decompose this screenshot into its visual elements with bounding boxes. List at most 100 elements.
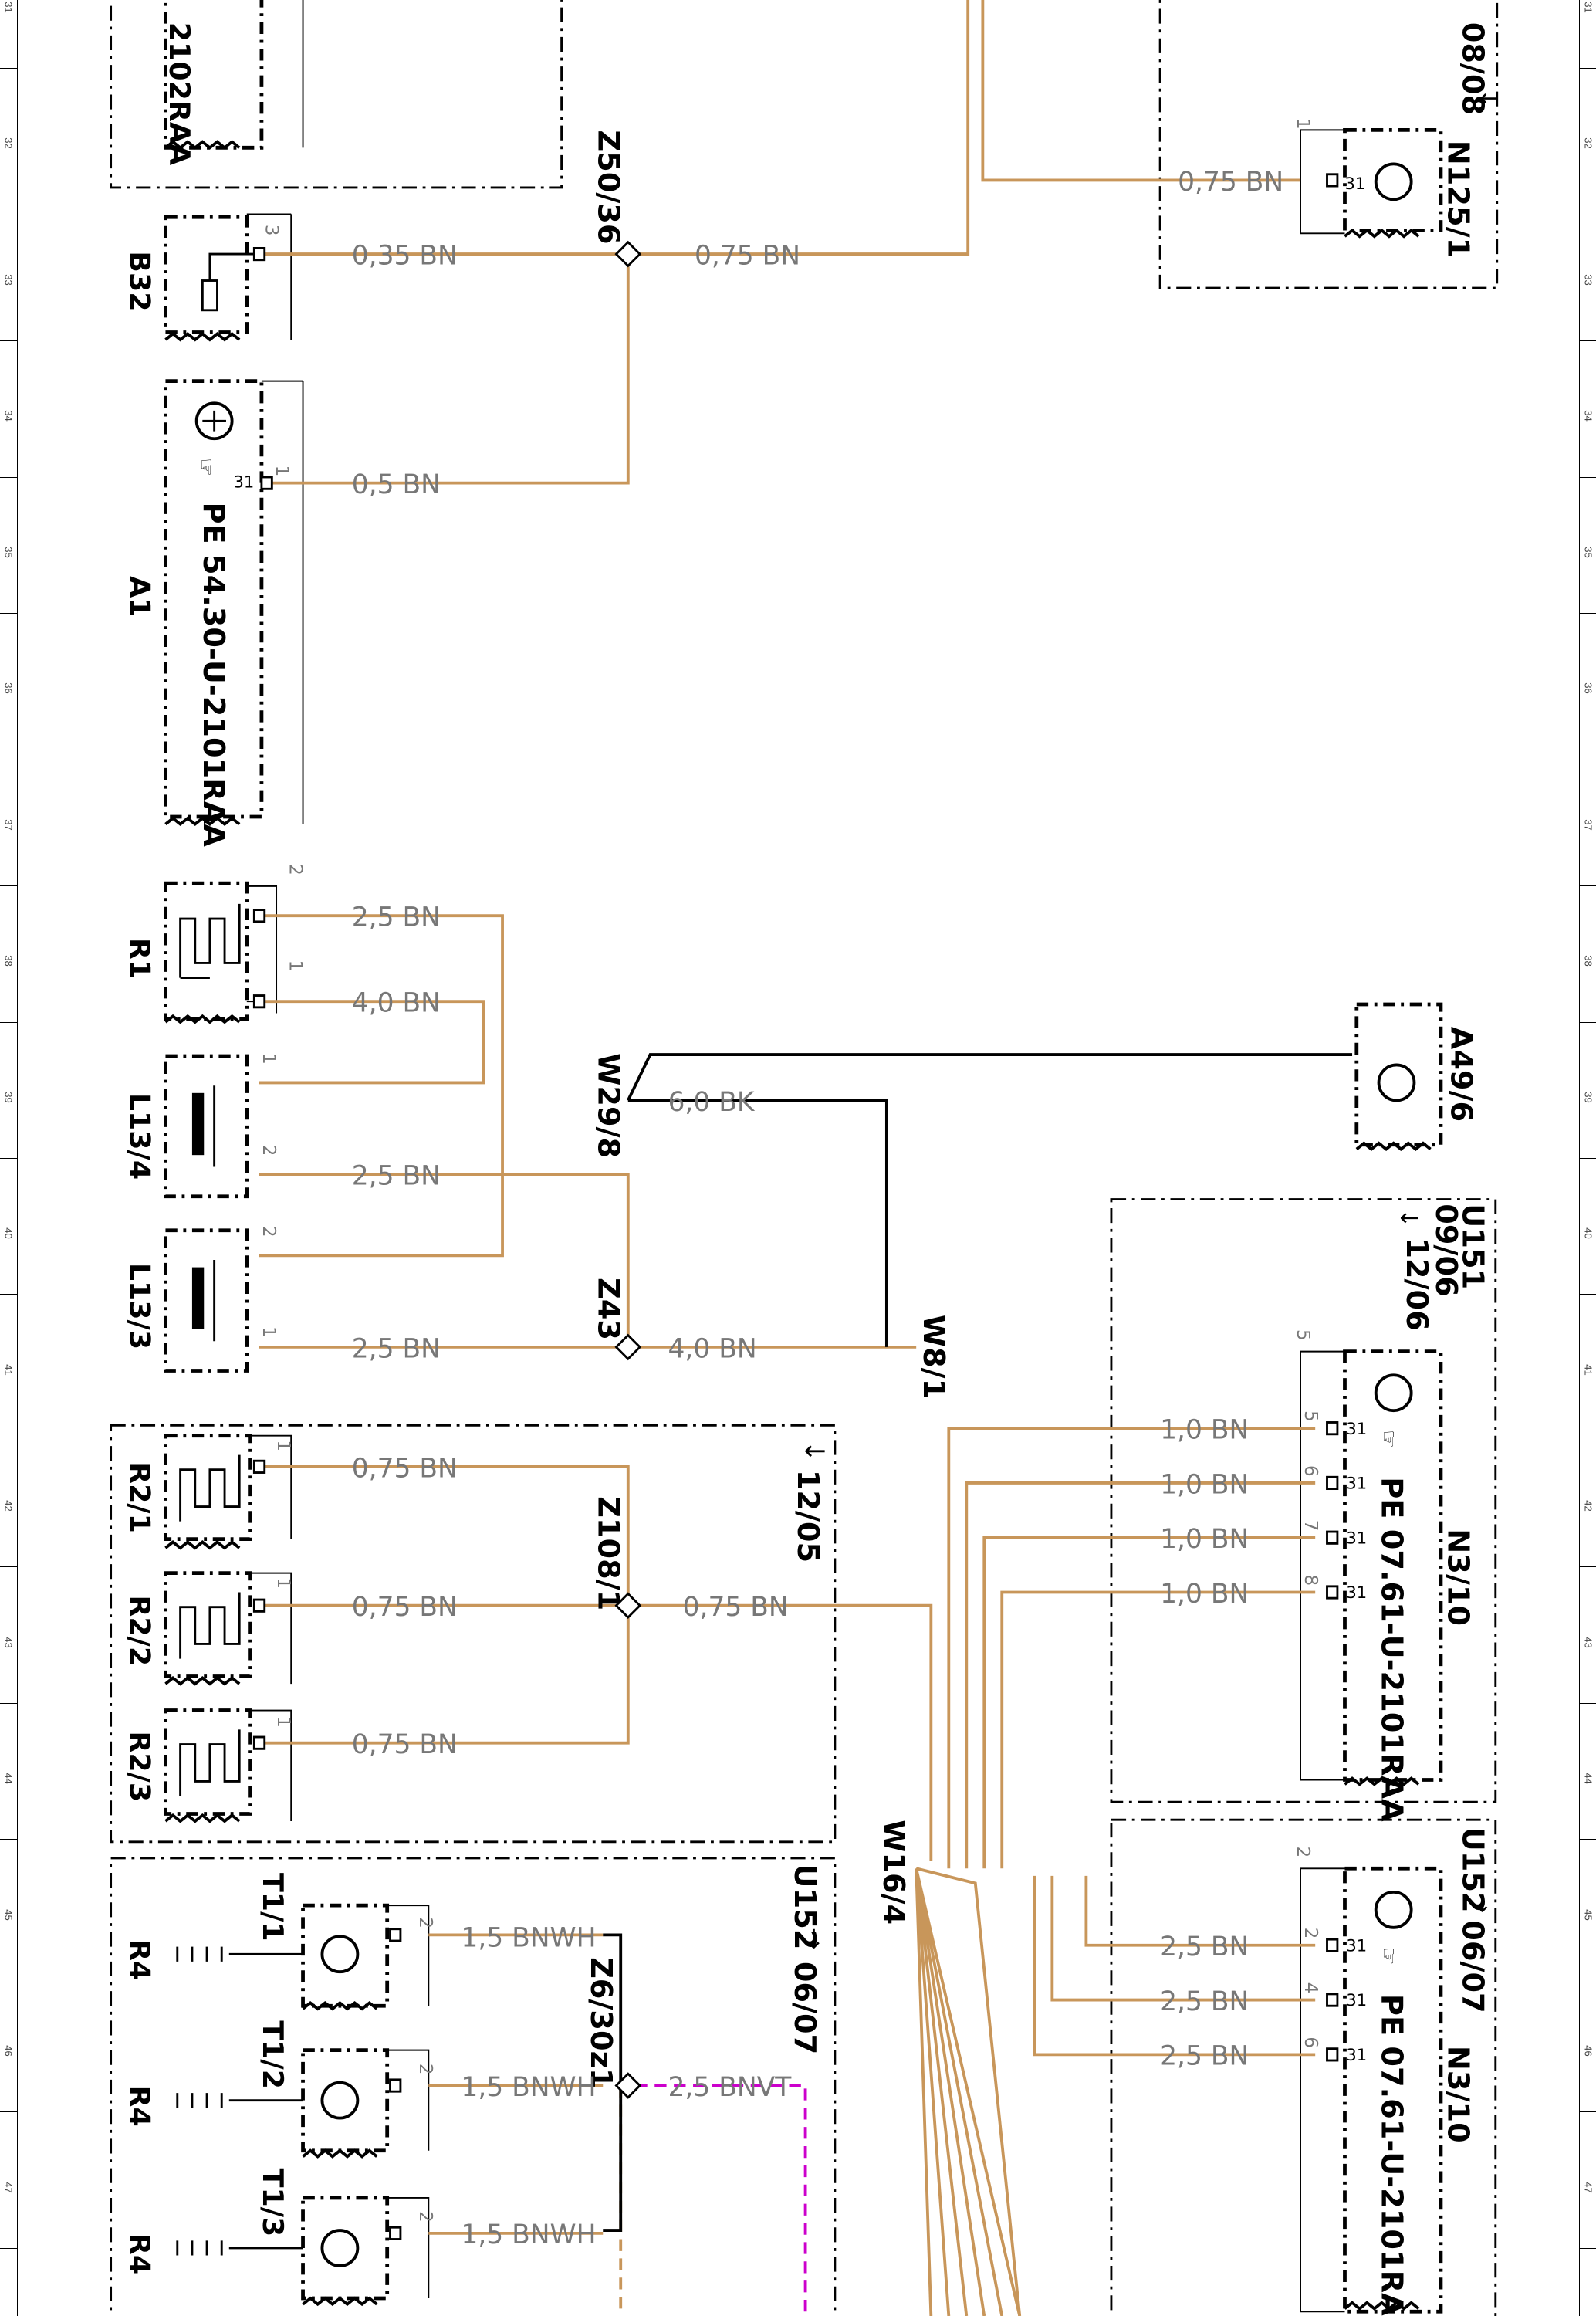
ruler-tick (1580, 1294, 1596, 1295)
r2-3-component (164, 1708, 292, 1823)
wire-bk (627, 1053, 1353, 1347)
wire-label-n3-rae-4: 2,5 BN (1160, 1986, 1249, 2017)
n3-10-rae-code: PE 07.61-U-2101RAE (1374, 1994, 1408, 2316)
t1-1-component (176, 1903, 430, 2010)
hand-pointer-icon: ☞ (1376, 1430, 1400, 1448)
b32-label: B32 (123, 251, 157, 311)
r2-2-label: R2/2 (123, 1595, 157, 1666)
u152-right-group-box (1110, 1818, 1497, 2316)
wire-label-r2-3: 0,75 BN (352, 1729, 458, 1760)
wire-label-t1-1: 1,5 BNWH (461, 1923, 596, 1954)
wire-label-l13-3: 2,5 BN (352, 1333, 441, 1364)
l13-3-label: L13/3 (123, 1263, 157, 1349)
wire-label-z6-out: 2,5 BNVT (668, 2072, 792, 2103)
t1-2-label: T1/2 (256, 2020, 289, 2089)
ruler-tick (0, 885, 17, 886)
wiring-harness-brown (259, 0, 1316, 2316)
l13-4-pin-b: 2 (259, 1145, 279, 1156)
t1-2-pin: 2 (415, 2064, 435, 2075)
plug-icon (176, 2093, 303, 2108)
ruler-tick (1580, 68, 1596, 69)
t1-3-label: T1/3 (256, 2169, 289, 2237)
ruler-tick (0, 477, 17, 478)
transistor-icon (320, 1935, 360, 1974)
n3-10-raa-top-pin: 5 (1293, 1329, 1313, 1341)
l13-3-pin-b: 1 (259, 1326, 279, 1338)
r2-group-ref: ↓ (799, 1440, 830, 1462)
heater-resistor-icon (179, 903, 241, 980)
ruler-tick (0, 340, 17, 341)
wire-bnvt (635, 2084, 807, 2316)
n3-10-raa-label: N3/10 (1441, 1529, 1476, 1626)
n125-1-arrow: ↓ (1475, 89, 1502, 109)
n125-1-pin: 1 (1293, 118, 1313, 130)
coil-icon (191, 1092, 205, 1156)
wire-label-r2-1: 0,75 BN (352, 1453, 458, 1484)
b32-resistor-icon (201, 279, 218, 312)
ruler-tick (0, 1158, 17, 1159)
transistor-icon (1377, 1063, 1416, 1102)
l13-3-component (164, 1228, 249, 1373)
t1-group-box (110, 1857, 837, 2316)
transistor-icon (1374, 1373, 1413, 1413)
connector-terminals (252, 173, 1339, 2240)
l13-3-pin-a: 2 (259, 1226, 279, 1238)
ruler-tick (0, 1839, 17, 1840)
u151-ref-b: 12/06 (1399, 1238, 1434, 1330)
n3-raa-ground-8: 31 (1346, 1583, 1367, 1602)
r2-3-pin: 1 (273, 1716, 293, 1728)
a1-code: PE 54.30-U-2101RAA (196, 503, 231, 848)
transistor-icon (320, 2229, 360, 2267)
u151-name: U151 (1456, 1204, 1490, 1289)
wire-label-n3-raa-5: 1,0 BN (1160, 1415, 1249, 1446)
r1-label: R1 (123, 938, 157, 979)
r2-group-box (110, 1424, 837, 1844)
heater-resistor-icon (179, 1729, 241, 1796)
ruler-tick (0, 1294, 17, 1295)
r1-pin-a: 2 (285, 864, 305, 875)
wire-label-n3-raa-8: 1,0 BN (1160, 1579, 1249, 1610)
transistor-icon (194, 401, 234, 441)
ruler-tick (1580, 477, 1596, 478)
wire-label-t1-3: 1,5 BNWH (461, 2220, 596, 2250)
splice-z108-1: Z108/1 (590, 1496, 625, 1610)
ground-w29-8: W29/8 (590, 1053, 625, 1158)
n125-1-label: N125/1 (1441, 141, 1476, 258)
r2-2-component (164, 1571, 292, 1686)
heater-resistor-icon (179, 1592, 241, 1659)
n3-10-rae-top-pin: 2 (1293, 1847, 1313, 1858)
wire-label-n3-rae-6: 2,5 BN (1160, 2041, 1249, 2072)
transistor-icon (320, 2081, 360, 2120)
n125-1-ground: 31 (1344, 174, 1365, 193)
t1-1-label: T1/1 (256, 1873, 289, 1942)
n3-rae-ground-6: 31 (1346, 2045, 1367, 2064)
b32-pin: 3 (262, 225, 282, 236)
r2-1-component (164, 1434, 292, 1550)
wire-label-t1-2: 1,5 BNWH (461, 2072, 596, 2103)
n3-rae-ground-2: 31 (1346, 1935, 1367, 1955)
ground-w16-4: W16/4 (876, 1820, 911, 1925)
t1-3-component (176, 2196, 430, 2306)
n3-10-rae-component (1343, 1866, 1443, 2314)
t1-group-arrow: → (799, 1928, 830, 1950)
hand-pointer-icon: ☞ (194, 458, 218, 476)
ruler-tick (1580, 1158, 1596, 1159)
r2-1-label: R2/1 (123, 1462, 157, 1533)
ruler-tick (0, 613, 17, 614)
n3-rae-pin-2: 2 (1300, 1928, 1320, 1939)
a1-ground-pin: 31 (234, 472, 255, 491)
n3-raa-ground-5: 31 (1346, 1419, 1367, 1438)
wire-label-n125: 0,75 BN (1178, 167, 1283, 198)
ruler-tick (1580, 340, 1596, 341)
plug-icon (176, 2240, 303, 2256)
wire-label-n3-raa-6: 1,0 BN (1160, 1469, 1249, 1500)
heater-resistor-icon (179, 1454, 241, 1522)
l13-4-pin-a: 1 (259, 1053, 279, 1065)
l13-4-component (164, 1054, 249, 1199)
t1-1-plug: R4 (123, 1939, 157, 1980)
n3-10-rae-label: N3/10 (1441, 2046, 1476, 2143)
transistor-icon (1374, 1890, 1413, 1929)
n3-raa-pin-7: 7 (1300, 1520, 1320, 1532)
wire-label-r1-1: 4,0 BN (352, 988, 441, 1019)
ruler-tick (0, 68, 17, 69)
